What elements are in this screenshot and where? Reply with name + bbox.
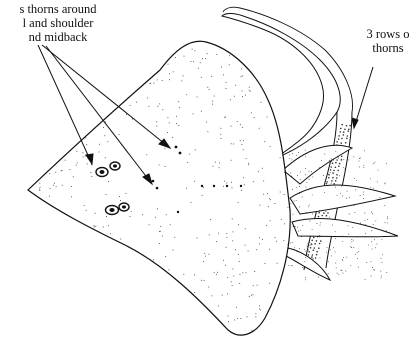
skate-disc [25,35,296,345]
label-left-line-2: l and shoulder [0,16,134,30]
label-right-line-1: 3 rows o [343,27,412,41]
label-left-line-3: nd midback [0,30,134,44]
pelvic-fins [283,145,398,280]
label-tail-thorn-rows: 3 rows o thorns [343,27,412,55]
label-thorns-around-eyes: s thorns around l and shoulder nd midbac… [0,2,134,44]
label-right-line-2: thorns [343,41,412,55]
label-left-line-1: s thorns around [0,2,134,16]
